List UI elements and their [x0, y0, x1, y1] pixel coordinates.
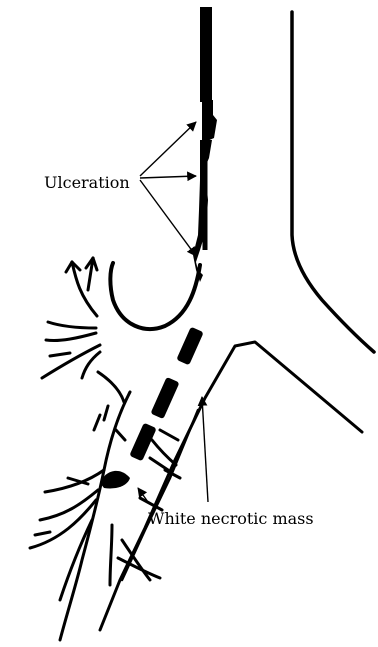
necrotic-mass-segments: [100, 327, 204, 489]
ulceration-arrows: [140, 122, 196, 256]
upper-left-branches: [42, 258, 100, 378]
trachea-right-wall: [292, 12, 374, 352]
trachea-left-wall: [193, 7, 217, 282]
necrotic-mass-label: White necrotic mass: [148, 509, 314, 528]
ulceration-label: Ulceration: [44, 173, 130, 192]
right-bronchus-wall: [110, 263, 200, 329]
left-bronchus-upper-wall: [100, 342, 362, 630]
